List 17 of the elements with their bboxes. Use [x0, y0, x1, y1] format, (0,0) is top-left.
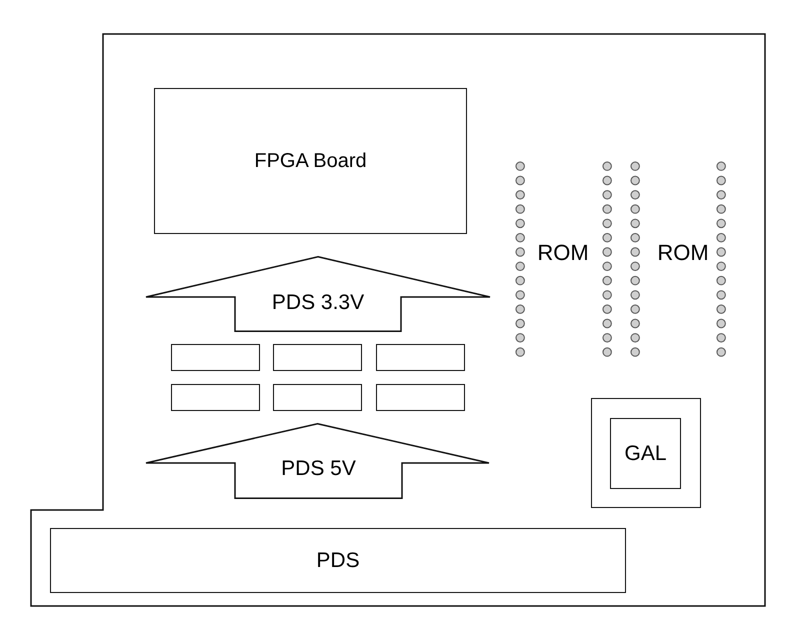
arrow-label: PDS 5V [280, 456, 357, 482]
block-arrow [146, 256, 490, 332]
arrow-label: PDS 3.3V [270, 290, 366, 316]
component-box [376, 384, 465, 411]
component-label: PDS [316, 548, 360, 574]
component-box [376, 344, 465, 371]
socket-outline [591, 398, 701, 508]
component-box [273, 344, 362, 371]
chip-box [610, 418, 681, 489]
component-label: FPGA Board [254, 149, 367, 173]
component-label: GAL [624, 440, 667, 466]
connector-box [50, 528, 626, 593]
component-box [273, 384, 362, 411]
block-arrow [146, 423, 489, 499]
component-box [171, 344, 260, 371]
module-box [154, 88, 467, 234]
component-box [171, 384, 260, 411]
